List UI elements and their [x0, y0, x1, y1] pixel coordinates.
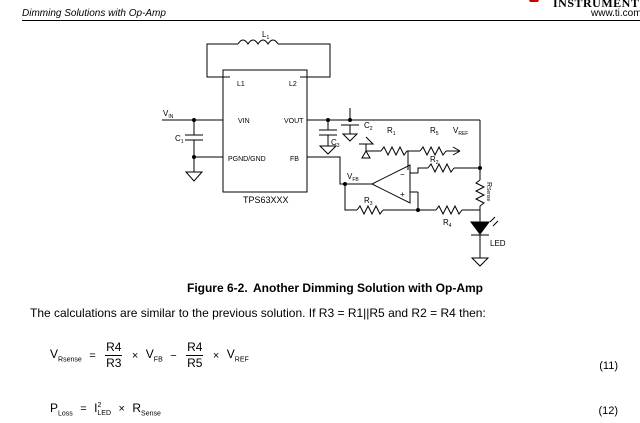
label-vfb: VFB [347, 172, 359, 183]
ic-box [222, 69, 308, 193]
inductor-wire-left [206, 43, 238, 78]
inductor-coil [237, 39, 279, 45]
ic-name: TPS63XXX [243, 195, 289, 205]
header-url[interactable]: www.ti.com [591, 8, 640, 19]
ground-led-icon [470, 257, 490, 267]
label-l1: L1 [262, 30, 269, 41]
ground-c3-icon [318, 145, 338, 155]
label-c3: C3 [331, 138, 340, 149]
pin-pgnd: PGND/GND [228, 156, 266, 163]
equation-12-number: (12) [598, 405, 618, 417]
header-brand: INSTRUMENTS [553, 0, 640, 10]
ground-c2-icon [341, 133, 359, 142]
led-icon [470, 221, 490, 235]
label-vref: VREF [453, 126, 468, 137]
fb-wire [307, 156, 372, 185]
r5-resistor [419, 145, 447, 157]
opamp-body [370, 164, 411, 204]
ground-left-icon [184, 171, 204, 182]
label-rsense: RSense [485, 182, 492, 201]
label-r2: R2 [430, 155, 439, 166]
ti-logo-icon [529, 0, 539, 2]
inductor-wire-right [278, 43, 331, 78]
pin-vout: VOUT [284, 118, 304, 125]
header-title: Dimming Solutions with Op-Amp [22, 8, 166, 19]
header-divider [22, 20, 640, 21]
opamp-minus: − [400, 170, 405, 179]
r1-resistor [380, 145, 408, 157]
figure-caption: Figure 6-2. Another Dimming Solution wit… [186, 281, 483, 295]
label-led: LED [490, 239, 506, 248]
label-c1: C1 [175, 134, 184, 145]
label-c2: C2 [364, 121, 373, 132]
rsense-resistor [474, 179, 486, 207]
r4-resistor [435, 204, 463, 216]
pin-fb: FB [290, 156, 299, 163]
body-paragraph: The calculations are similar to the prev… [30, 306, 486, 320]
label-r3: R3 [364, 196, 373, 207]
label-r4: R4 [443, 218, 452, 229]
r2-resistor [427, 162, 455, 174]
pin-l2: L2 [289, 81, 297, 88]
equation-12: PLoss = I2LED × RSense [50, 400, 161, 417]
circuit-diagram: L1 L2 VIN VOUT PGND/GND FB TPS63XXX L1 V… [162, 30, 506, 267]
pin-l1: L1 [237, 81, 245, 88]
vref-arrow [452, 146, 461, 156]
equation-11-number: (11) [599, 360, 618, 372]
pin-vin: VIN [238, 118, 250, 125]
opamp-plus: + [400, 190, 405, 199]
label-r1: R1 [387, 126, 396, 137]
label-r5: R5 [430, 126, 439, 137]
r3-resistor [356, 204, 384, 216]
label-vin: VIN [163, 109, 174, 120]
